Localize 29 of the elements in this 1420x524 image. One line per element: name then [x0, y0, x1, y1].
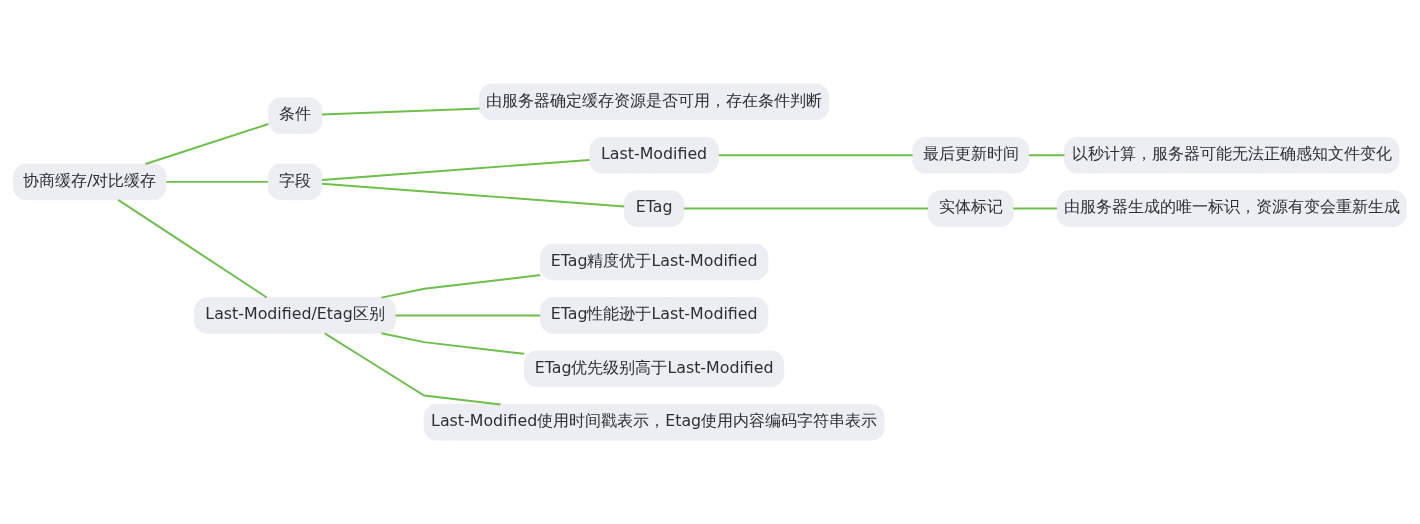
connector [321, 107, 481, 116]
connector [117, 198, 268, 299]
node-box: Last-Modified [589, 136, 719, 174]
connector [321, 182, 626, 208]
connector [165, 180, 269, 183]
node-box: 以秒计算，服务器可能无法正确感知文件变化 [1064, 136, 1400, 174]
connector [321, 158, 591, 181]
connector [144, 123, 270, 166]
connector [380, 274, 542, 299]
connector [323, 332, 502, 406]
node-box: ETag优先级别高于Last-Modified [524, 350, 785, 388]
connector [380, 332, 526, 355]
node-box: Last-Modified使用时间戳表示，Etag使用内容编码字符串表示 [423, 403, 885, 441]
node-box: 实体标记 [927, 190, 1014, 227]
node-box: 条件 [267, 97, 323, 134]
node-box: 由服务器生成的唯一标识，资源有变会重新生成 [1056, 190, 1407, 227]
node-box: 由服务器确定缓存资源是否可用，存在条件判断 [479, 83, 830, 121]
node-box: ETag [623, 190, 685, 227]
node-box: 字段 [267, 163, 323, 201]
node-box: 协商缓存/对比缓存 [13, 163, 167, 201]
connector [1027, 154, 1066, 157]
node-box: Last-Modified/Etag区别 [194, 297, 396, 334]
connector [394, 314, 542, 317]
connector [682, 207, 930, 210]
connector [717, 154, 914, 157]
node-box: ETag性能逊于Last-Modified [539, 297, 769, 334]
node-box: 最后更新时间 [912, 136, 1029, 174]
connector [1012, 207, 1059, 210]
node-box: ETag精度优于Last-Modified [539, 243, 769, 281]
